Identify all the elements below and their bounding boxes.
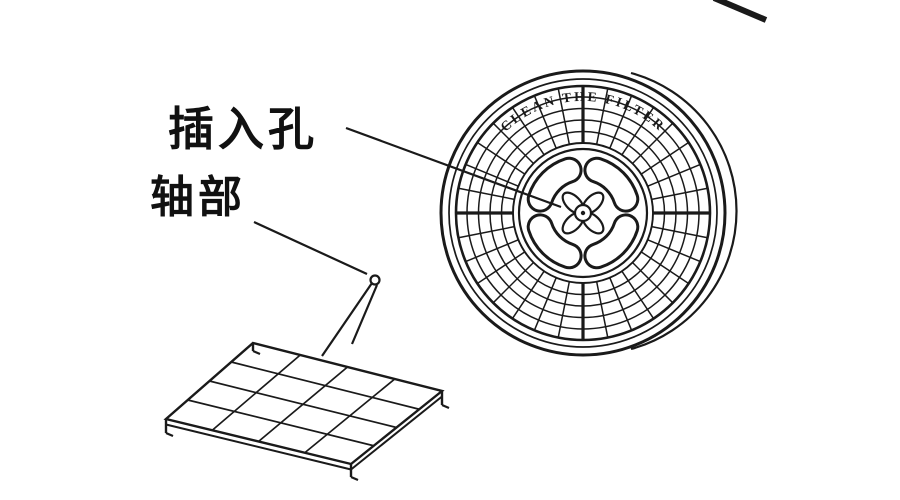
rack-handle [321,274,381,357]
mesh-spoke [458,187,515,201]
rack-grid [163,341,450,482]
disc-thickness-edge [630,71,738,351]
rack-foot-tip [350,475,359,482]
leader-shaft [253,221,368,275]
corner-mark [712,0,768,23]
center-dot [580,210,586,216]
mesh-spoke [621,106,655,156]
mesh-spoke [631,122,674,165]
mesh-spoke [595,88,609,145]
mesh-spoke [640,141,690,175]
hub-slot-inner [529,216,580,267]
mesh-spoke [533,277,557,331]
mesh-spoke [647,163,701,187]
mesh-spoke [476,251,526,285]
disc-ring [517,147,649,279]
rack-grid-line [209,380,397,429]
rack-grid-line [187,399,374,447]
label-insertion-hole: 插入孔 [168,102,318,156]
rack-rail [165,423,352,471]
mesh-spoke [465,239,519,263]
handle-wire [321,282,373,357]
mesh-spoke [651,187,708,201]
mesh-spoke [609,277,633,331]
mesh-spoke [595,281,609,338]
leader-insertion-hole [345,126,562,209]
mesh-spoke [492,261,535,304]
handle-wire [350,284,379,345]
mesh-spoke [640,251,690,285]
rack-foot-tip [441,403,450,410]
hub-slot-inner [586,216,637,267]
mesh-spoke [511,270,545,320]
mesh-spoke [631,261,674,304]
hub-slot-inner [586,159,637,210]
mesh-spoke [533,95,557,149]
filter-disc-hub [526,156,640,270]
mesh-spoke [621,270,655,320]
label-shaft: 轴部 [150,172,246,223]
filter-disc-mesh [456,86,710,340]
mesh-spoke [557,88,571,145]
rack-foot-tip [252,349,261,356]
handle-loop [369,274,381,286]
mesh-spoke [647,239,701,263]
rack-foot-tip [165,431,174,438]
mesh-spoke [557,281,571,338]
rack-rail [350,395,443,471]
rack-grid-line [304,378,396,454]
mesh-spoke [458,225,515,239]
mesh-spoke [492,122,535,165]
mesh-spoke [651,225,708,239]
mesh-spoke [465,163,519,187]
mesh-spoke [609,95,633,149]
mesh-spoke [511,106,545,156]
hub-flower [561,191,605,235]
mesh-spoke [476,141,526,175]
disc-ring [448,78,718,348]
hub-slot-inner [529,159,580,210]
disc-ring [439,69,727,357]
